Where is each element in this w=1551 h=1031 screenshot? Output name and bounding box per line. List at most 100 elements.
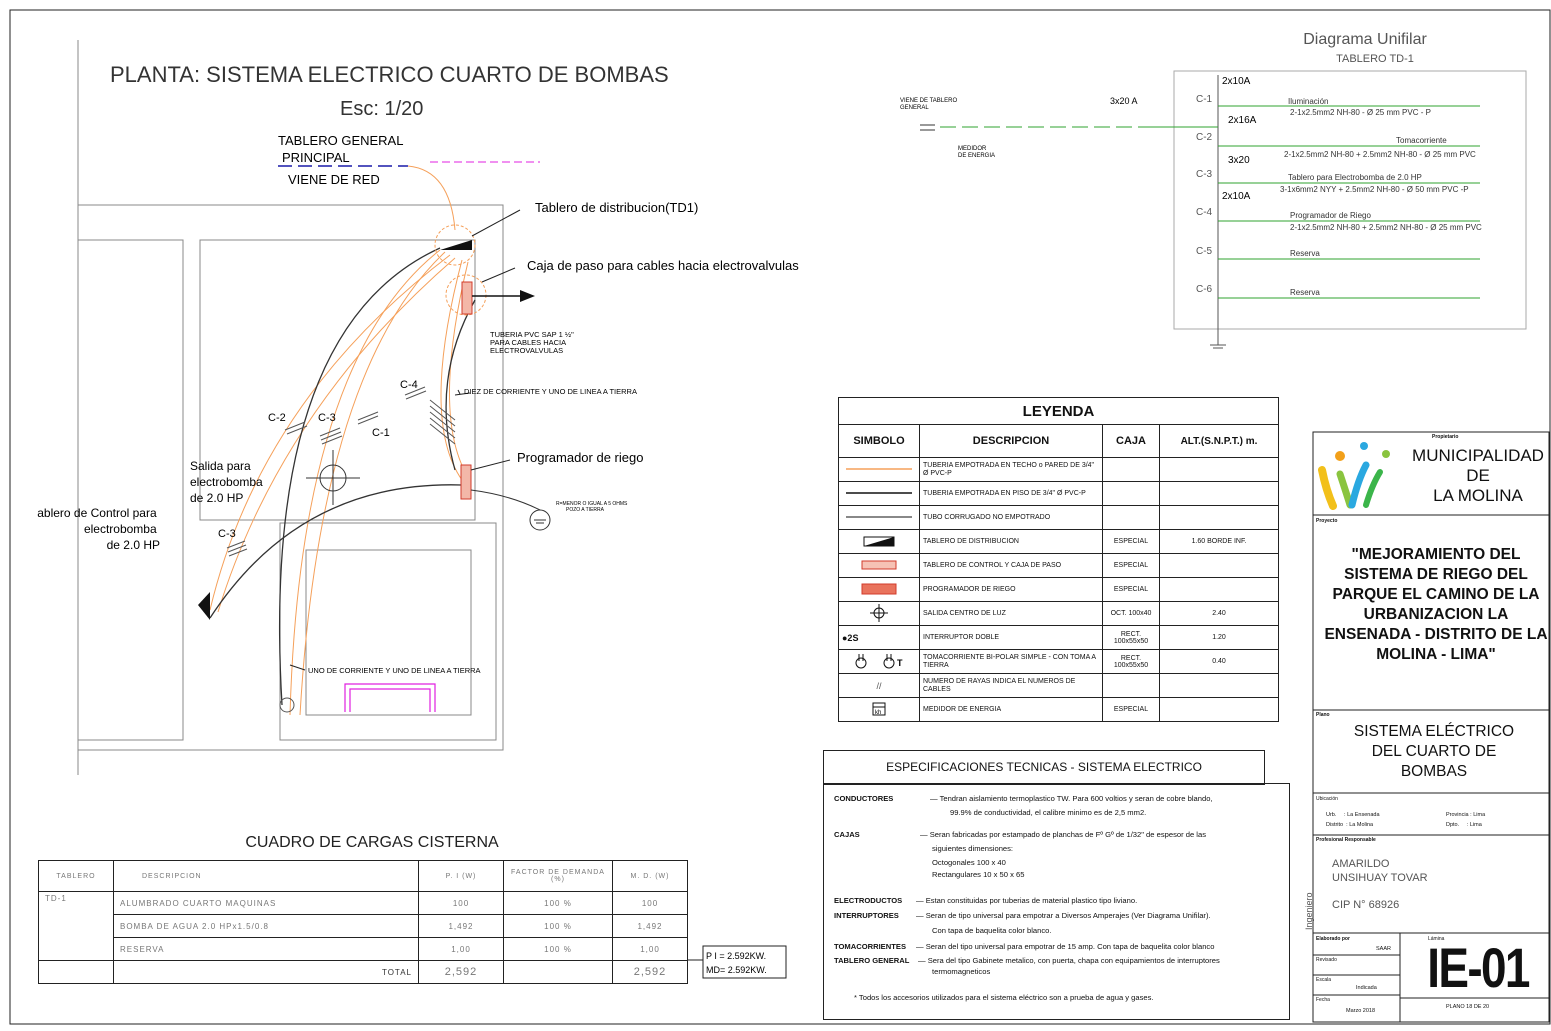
circuit-c5-id: C-5 — [1196, 246, 1213, 257]
unifilar-subtitle: TABLERO TD-1 — [1336, 53, 1414, 65]
spec-note: * Todos los accesorios utilizados para e… — [854, 993, 1154, 1002]
tb-plano-line2: DEL CUARTO DE — [1371, 743, 1497, 760]
label-principal: PRINCIPAL — [282, 150, 350, 165]
leyenda-alt — [1159, 505, 1279, 530]
spec-label: CAJAS — [834, 830, 860, 839]
tb-plano-label: Plano — [1316, 712, 1330, 718]
spec-text: — Sera del tipo Gabinete metalico, con p… — [918, 956, 1220, 965]
tb-provincia: Provincia : Lima — [1446, 812, 1486, 818]
spec-text: — Tendran aislamiento termoplastico TW. … — [930, 794, 1213, 803]
label-salida-electrobomba: Salida para electrobomba de 2.0 HP — [190, 459, 266, 505]
leyenda-caja: RECT. 100x55x50 — [1102, 625, 1160, 650]
label-c1: C-1 — [372, 427, 390, 439]
table-row: RESERVA 1,00 100 % 1,00 — [39, 937, 688, 961]
tb-municipalidad: MUNICIPALIDAD DE LA MOLINA — [1405, 446, 1551, 506]
leyenda-caja: OCT. 100x40 — [1102, 601, 1160, 626]
leyenda-caja — [1102, 481, 1160, 506]
cargas-header-tablero: TABLERO — [38, 860, 114, 892]
leyenda-caja: RECT. 100x55x50 — [1102, 649, 1160, 674]
spec-label: ELECTRODUCTOS — [834, 896, 903, 905]
leyenda-caja: ESPECIAL — [1102, 553, 1160, 578]
rayas-icon: // — [838, 673, 920, 698]
spec-text: Rectangulares 10 x 50 x 65 — [932, 870, 1025, 879]
cargas-total-md: 2,592 — [612, 960, 688, 984]
tb-proyecto-label: Proyecto — [1316, 518, 1338, 524]
tb-escala: Indicada — [1356, 985, 1377, 991]
tb-plano-line3: BOMBAS — [1400, 763, 1468, 780]
cargas-fd: 100 % — [503, 891, 613, 915]
circuit-c6-desc: Reserva — [1290, 288, 1320, 297]
leyenda-title: LEYENDA — [838, 397, 1279, 425]
cargas-md: 1,492 — [612, 914, 688, 938]
tb-urb: Urb. : La Ensenada — [1326, 812, 1380, 818]
leyenda-header-descripcion: DESCRIPCION — [919, 424, 1103, 458]
circuit-c3-desc: Tablero para Electrobomba de 2.0 HP — [1288, 173, 1422, 182]
salida-luz-icon — [870, 603, 888, 622]
leyenda-row: TUBERIA EMPOTRADA EN TECHO o PARED DE 3/… — [838, 457, 1279, 482]
tb-muni-line2: DE — [1466, 466, 1490, 485]
leyenda-alt: 0.40 — [1159, 649, 1279, 674]
cargas-title: CUADRO DE CARGAS CISTERNA — [245, 834, 499, 851]
cargas-fd: 100 % — [503, 937, 613, 961]
cargas-desc: ALUMBRADO CUARTO MAQUINAS — [113, 891, 419, 915]
feed-orange — [407, 165, 456, 231]
cargas-desc: RESERVA — [113, 937, 419, 961]
label-pozo-tierra: R=MENOR O IGUAL A 5 OHMS POZO A TIERRA — [556, 501, 629, 513]
cargas-md: 1,00 — [612, 937, 688, 961]
label-tuberia-pvc: TUBERIA PVC SAP 1 ½" PARA CABLES HACIA E… — [490, 330, 576, 355]
unifilar-diagram: Diagrama Unifilar TABLERO TD-1 VIENE DE … — [900, 31, 1527, 349]
leyenda-caja: ESPECIAL — [1102, 529, 1160, 554]
tb-fecha: Marzo 2018 — [1346, 1008, 1376, 1014]
tb-ing-line1: AMARILDO — [1332, 858, 1390, 870]
specs-box: CONDUCTORES — Tendran aislamiento termop… — [823, 783, 1290, 1020]
spec-text: — Seran del tipo universal para empotrar… — [916, 942, 1215, 951]
specs-title-box: ESPECIFICACIONES TECNICAS - SISTEMA ELEC… — [823, 750, 1265, 785]
leyenda-desc: TABLERO DE CONTROL Y CAJA DE PASO — [919, 553, 1103, 578]
circuit-c6-id: C-6 — [1196, 284, 1213, 295]
cistern-hatch — [344, 683, 436, 712]
tb-ubicacion-label: Ubicación — [1316, 796, 1338, 802]
spec-label: INTERRUPTORES — [834, 911, 899, 920]
label-viene-de-red: VIENE DE RED — [288, 172, 380, 187]
municipalidad-logo — [1318, 442, 1390, 510]
tb-elaborado-label: Elaborado por — [1316, 936, 1350, 942]
leyenda-alt — [1159, 457, 1279, 482]
tablero-control-symbol — [198, 592, 210, 620]
circuit-c4-id: C-4 — [1196, 207, 1213, 218]
circuit-c2-desc: Tomacorriente — [1396, 136, 1447, 145]
pozo-tierra-symbol — [529, 509, 551, 531]
leyenda-desc: TABLERO DE DISTRIBUCION — [919, 529, 1103, 554]
table-row: TD-1 ALUMBRADO CUARTO MAQUINAS 100 100 %… — [38, 891, 688, 961]
cargas-pi: 100 — [418, 891, 504, 915]
cargas-header-fd: FACTOR DE DEMANDA (%) — [503, 860, 613, 892]
tb-lamina-label: Lámina — [1428, 936, 1445, 942]
tablero-distribucion-icon — [863, 536, 895, 546]
cargas-desc: BOMBA DE AGUA 2.0 HPx1.5/0.8 — [113, 914, 419, 938]
cargas-md: 100 — [612, 891, 688, 915]
tb-cip: CIP N° 68926 — [1332, 899, 1400, 911]
spec-label: TABLERO GENERAL — [834, 956, 910, 965]
spec-text: Con tapa de baquelita color blanco. — [932, 926, 1052, 935]
tb-plano-num: PLANO 18 DE 20 — [1446, 1004, 1490, 1010]
cargas-note-box — [702, 945, 787, 979]
label-caja-paso: Caja de paso para cables hacia electrova… — [527, 258, 799, 273]
spec-text: — Estan constituidas por tuberias de mat… — [916, 896, 1138, 905]
label-uno-corriente: UNO DE CORRIENTE Y UNO DE LINEA A TIERRA — [308, 666, 481, 675]
leyenda-caja — [1102, 505, 1160, 530]
table-row: BOMBA DE AGUA 2.0 HPx1.5/0.8 1,492 100 %… — [39, 914, 688, 938]
label-diez-corriente: DIEZ DE CORRIENTE Y UNO DE LINEA A TIERR… — [464, 387, 637, 396]
leyenda-desc: TOMACORRIENTE BI-POLAR SIMPLE - CON TOMA… — [919, 649, 1103, 674]
tb-plano: SISTEMA ELÉCTRICO DEL CUARTO DE BOMBAS — [1316, 722, 1551, 782]
breaker-c1: 2x10A — [1222, 76, 1251, 87]
breaker-c4: 2x10A — [1222, 191, 1251, 202]
leyenda-desc: SALIDA CENTRO DE LUZ — [919, 601, 1103, 626]
spec-label: TOMACORRIENTES — [834, 942, 907, 951]
leyenda-table: LEYENDA SIMBOLO DESCRIPCION CAJA ALT.(S.… — [838, 397, 1279, 722]
circuit-c1-cable: 2-1x2.5mm2 NH-80 - Ø 25 mm PVC - P — [1290, 108, 1431, 117]
leyenda-header-alt: ALT.(S.N.P.T.) m. — [1159, 424, 1279, 458]
cargas-total-label: TOTAL — [113, 960, 419, 984]
